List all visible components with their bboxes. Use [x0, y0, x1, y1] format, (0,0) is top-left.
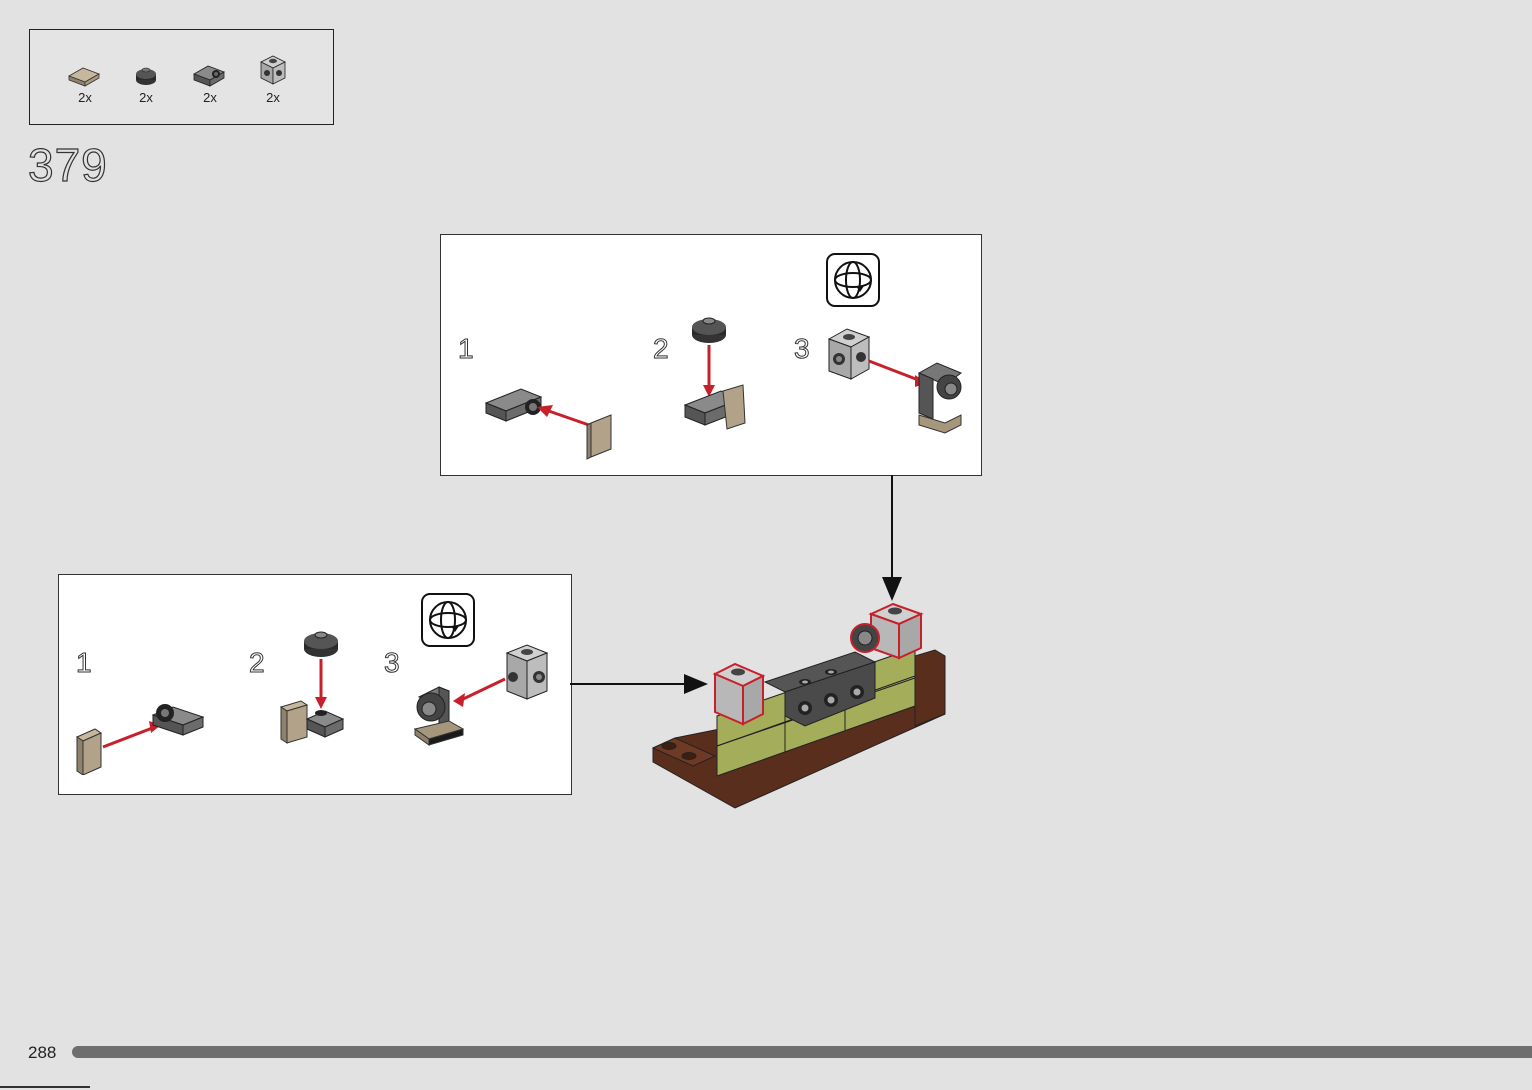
- substep-2-illustration: [681, 305, 771, 465]
- dark-gray-bracket-icon: [188, 60, 232, 90]
- main-model-illustration: [645, 596, 955, 814]
- substep-2-illustration: [277, 625, 377, 755]
- part-round-plate: 2x: [124, 60, 168, 120]
- substep-number: 2: [249, 647, 265, 679]
- part-qty: 2x: [124, 90, 168, 105]
- part-qty: 2x: [251, 90, 295, 105]
- substep-1-illustration: [73, 695, 213, 775]
- part-qty: 2x: [188, 90, 232, 105]
- parts-list: 2x 2x 2x 2x: [29, 29, 334, 125]
- substep-1-illustration: [481, 375, 631, 465]
- page-number: 288: [28, 1043, 56, 1063]
- footer-divider: [0, 1086, 90, 1088]
- part-qty: 2x: [63, 90, 107, 105]
- rotate-model-icon: [826, 253, 880, 307]
- step-number: 379: [28, 138, 108, 192]
- part-tan-tile: 2x: [63, 60, 107, 120]
- callout-arrow-down: [880, 475, 904, 605]
- substep-3-illustration: [821, 323, 971, 438]
- substep-callout-left: 1 2 3: [58, 574, 572, 795]
- rotate-model-icon: [421, 593, 475, 647]
- substep-number: 3: [384, 647, 400, 679]
- part-bracket: 2x: [188, 60, 232, 120]
- substep-number: 3: [794, 333, 810, 365]
- black-round-plate-icon: [124, 60, 168, 90]
- tan-tile-icon: [63, 60, 107, 90]
- light-gray-brick-studs-icon: [251, 52, 295, 86]
- progress-bar: [72, 1046, 1532, 1058]
- substep-number: 2: [653, 333, 669, 365]
- substep-callout-top: 1 2 3: [440, 234, 982, 476]
- substep-number: 1: [458, 333, 474, 365]
- substep-number: 1: [76, 647, 92, 679]
- part-brick-studs: 2x: [251, 60, 295, 120]
- substep-3-illustration: [409, 641, 559, 751]
